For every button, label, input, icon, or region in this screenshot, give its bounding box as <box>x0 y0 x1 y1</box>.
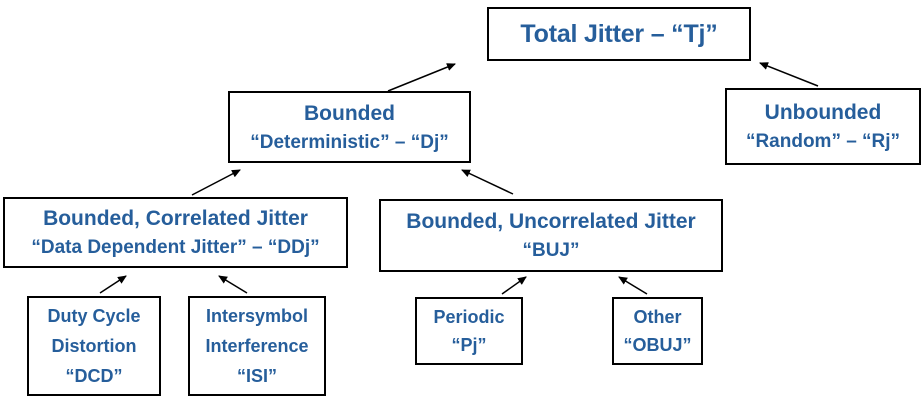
node-total-jitter-label: Total Jitter – “Tj” <box>520 19 718 48</box>
arrow-buj-to-bounded <box>461 169 514 195</box>
node-unbounded-random: Unbounded “Random” – “Rj” <box>725 88 921 165</box>
arrow-ddj-to-bounded <box>191 169 241 196</box>
arrow-pj-to-buj <box>501 276 527 295</box>
node-unbounded-subtitle: “Random” – “Rj” <box>745 131 901 152</box>
node-bounded-title: Bounded <box>304 101 395 125</box>
node-buj-title: Bounded, Uncorrelated Jitter <box>406 210 696 233</box>
node-total-jitter: Total Jitter – “Tj” <box>487 7 751 61</box>
arrow-isi-to-ddj <box>218 275 248 294</box>
node-periodic-jitter: Periodic “Pj” <box>415 297 523 365</box>
node-unbounded-title: Unbounded <box>764 101 882 124</box>
node-other-buj: Other “OBUJ” <box>612 297 703 365</box>
node-ddj-subtitle: “Data Dependent Jitter” – “DDj” <box>31 237 320 258</box>
arrow-unbounded-to-total <box>759 62 819 87</box>
arrow-bounded-to-total <box>387 63 456 92</box>
node-intersymbol-interference: Intersymbol Interference “ISI” <box>188 296 326 396</box>
node-obuj-line1: Other <box>633 307 682 327</box>
node-pj-line1: Periodic <box>433 307 505 327</box>
node-bounded-uncorrelated-buj: Bounded, Uncorrelated Jitter “BUJ” <box>379 199 723 272</box>
node-pj-line2: “Pj” <box>451 335 487 355</box>
node-isi-line3: “ISI” <box>236 366 277 386</box>
arrow-dcd-to-ddj <box>99 275 127 294</box>
node-duty-cycle-distortion: Duty Cycle Distortion “DCD” <box>27 296 161 396</box>
node-bounded-correlated-ddj: Bounded, Correlated Jitter “Data Depende… <box>3 197 348 268</box>
node-obuj-line2: “OBUJ” <box>623 335 692 355</box>
node-buj-subtitle: “BUJ” <box>522 240 580 261</box>
node-dcd-line1: Duty Cycle <box>47 306 141 326</box>
node-isi-line2: Interference <box>205 336 309 356</box>
node-bounded-subtitle: “Deterministic” – “Dj” <box>250 131 449 153</box>
node-ddj-title: Bounded, Correlated Jitter <box>43 207 308 230</box>
node-dcd-line3: “DCD” <box>65 366 123 386</box>
node-dcd-line2: Distortion <box>51 336 137 356</box>
node-isi-line1: Intersymbol <box>205 306 309 326</box>
arrow-obuj-to-buj <box>618 276 648 295</box>
node-bounded-deterministic: Bounded “Deterministic” – “Dj” <box>228 91 471 163</box>
